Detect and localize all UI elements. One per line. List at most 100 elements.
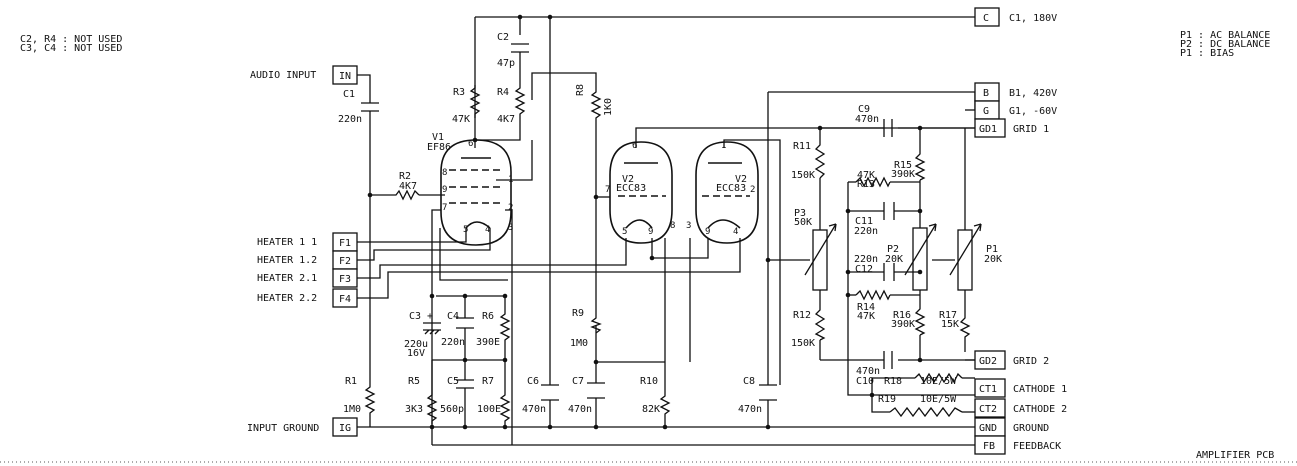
input-ground-label: INPUT GROUND <box>247 423 319 434</box>
r4-ref: R4 <box>497 87 509 98</box>
r11-ref: R11 <box>793 141 811 152</box>
ct1-pad <box>974 378 1006 398</box>
b-supply-label: B1, 420V <box>1009 88 1057 99</box>
p1-ref: P1 <box>986 244 998 255</box>
c6-value: 470n <box>522 404 546 415</box>
c8-ref: C8 <box>743 376 755 387</box>
v2b-ref: V2 <box>735 174 747 185</box>
p3-value: 50K <box>794 217 812 228</box>
p2-ref: P2 <box>887 244 899 255</box>
heater-1-1-label: HEATER 1 1 <box>257 237 317 248</box>
r4-value: 4K7 <box>497 114 515 125</box>
ig-pad <box>332 417 358 437</box>
f2-pin: F2 <box>339 256 351 267</box>
connector-ct2: CT2 CATHODE 2 <box>974 398 1067 418</box>
p2-value: 20K <box>885 254 903 265</box>
c11-ref: C11 <box>855 216 873 227</box>
connector-f1: HEATER 1 1 F1 <box>257 232 358 252</box>
r16-ref: R16 <box>893 310 911 321</box>
fb-pin: FB <box>983 441 995 452</box>
gd2-label: GRID 2 <box>1013 356 1049 367</box>
v1-pin-label: 3 <box>508 223 513 233</box>
heater-2-1-label: HEATER 2.1 <box>257 273 317 284</box>
v2b-pin-label: 2 <box>750 185 755 195</box>
heater-2-2-label: HEATER 2.2 <box>257 293 317 304</box>
p1-value: 20K <box>984 254 1002 265</box>
r2-ref: R2 <box>399 171 411 182</box>
c5-value: 560p <box>440 404 464 415</box>
f4-pin: F4 <box>339 294 351 305</box>
connector-g: G G1, -60V <box>974 100 1057 120</box>
connector-gd1: GD1 GRID 1 <box>974 118 1049 138</box>
v2a-type: ECC83 <box>616 183 646 194</box>
v2b-pin-label: 4 <box>733 227 738 237</box>
connector-ig: INPUT GROUND IG <box>247 417 358 437</box>
c9-ref: C9 <box>858 104 870 115</box>
fb-label: FEEDBACK <box>1013 441 1061 452</box>
v1-pin-label: 4 <box>485 225 490 235</box>
c-supply-label: C1, 180V <box>1009 13 1057 24</box>
r8-value: 1K0 <box>603 98 614 116</box>
c4-ref: C4 <box>447 311 459 322</box>
r6-ref: R6 <box>482 311 494 322</box>
c11-value: 220n <box>854 226 878 237</box>
r5-value: 3K3 <box>405 404 423 415</box>
potentiometers <box>804 223 982 291</box>
g-pin: G <box>983 106 989 117</box>
ct1-label: CATHODE 1 <box>1013 384 1067 395</box>
wiring <box>356 16 976 446</box>
v2b-pin-label: 3 <box>686 221 691 231</box>
v1-pin-label: 7 <box>442 203 447 213</box>
v1-pin-label: 5 <box>463 225 468 235</box>
v2b-pin-label: 1 <box>721 141 726 151</box>
capacitors <box>361 43 895 401</box>
v1-pin-label: 9 <box>442 185 447 195</box>
connector-gnd: GND GROUND <box>974 417 1049 437</box>
c1-ref: C1 <box>343 89 355 100</box>
c2-value: 47p <box>497 58 515 69</box>
v1-pin-label: 1 <box>508 175 513 185</box>
tube-v2a <box>609 141 673 244</box>
connector-c: C C1, 180V <box>974 7 1057 27</box>
f3-pad <box>332 268 358 288</box>
c7-ref: C7 <box>572 376 584 387</box>
r7-ref: R7 <box>482 376 494 387</box>
gnd-pin: GND <box>979 423 997 434</box>
p3-ref: P3 <box>794 208 806 219</box>
connector-in: AUDIO INPUT IN <box>250 65 358 85</box>
c12-ref: C12 <box>855 264 873 275</box>
r12-ref: R12 <box>793 310 811 321</box>
r9-value: 1M0 <box>570 338 588 349</box>
connector-f3: HEATER 2.1 F3 <box>257 268 358 288</box>
tube-v2b <box>695 141 759 244</box>
component-labels: C1 220n C2 47p R3 47K R4 4K7 R2 4K7 R8 1… <box>338 32 1002 415</box>
note-unused-2: C3, C4 : NOT USED <box>20 43 122 54</box>
c3-value: 220u <box>404 339 428 350</box>
ig-pin: IG <box>339 423 351 434</box>
v2a-pin-label: 9 <box>648 227 653 237</box>
connector-b: B B1, 420V <box>974 82 1057 102</box>
r2-value: 4K7 <box>399 181 417 192</box>
note-pot-3: P1 : BIAS <box>1180 48 1234 59</box>
r5-ref: R5 <box>408 376 420 387</box>
r16-value: 390K <box>891 319 915 330</box>
v1-ref: V1 <box>432 132 444 143</box>
r3-value: 47K <box>452 114 470 125</box>
c6-ref: C6 <box>527 376 539 387</box>
c2-ref: C2 <box>497 32 509 43</box>
r13-value: 47K <box>857 170 875 181</box>
v2a-pin-label: 6 <box>632 141 637 151</box>
in-pin: IN <box>339 71 351 82</box>
connector-gd2: GD2 GRID 2 <box>974 350 1049 370</box>
r10-value: 82K <box>642 404 660 415</box>
ct1-pin: CT1 <box>979 384 997 395</box>
f3-pin: F3 <box>339 274 351 285</box>
c-pin: C <box>983 13 989 24</box>
title-block: AMPLIFIER PCB <box>1196 450 1274 461</box>
tube-v1 <box>440 139 512 246</box>
r14-ref: R14 <box>857 302 875 313</box>
v2a-ref: V2 <box>622 174 634 185</box>
gd2-pad <box>974 350 1006 370</box>
c8-value: 470n <box>738 404 762 415</box>
